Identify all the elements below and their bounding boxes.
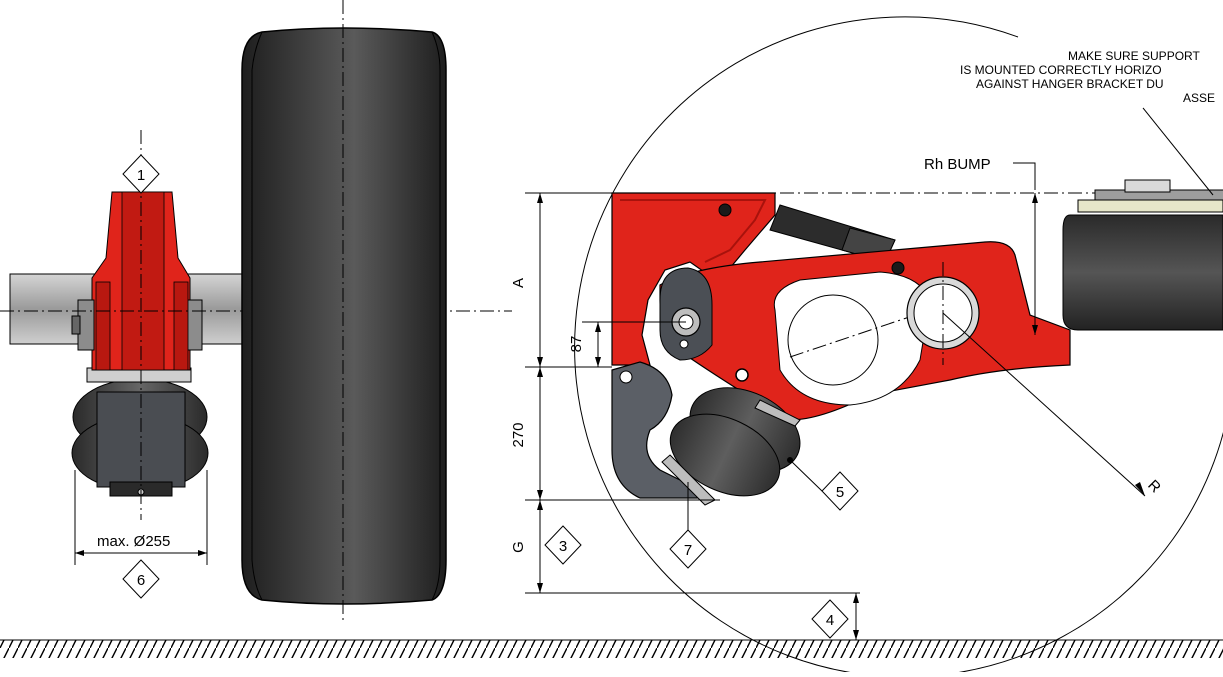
callout-3: 3 xyxy=(544,525,582,565)
dim-a-label: A xyxy=(510,278,527,288)
svg-text:IS MOUNTED CORRECTLY HORIZO: IS MOUNTED CORRECTLY HORIZO xyxy=(960,63,1162,77)
r-label: R xyxy=(1144,477,1164,497)
svg-text:5: 5 xyxy=(836,484,844,501)
svg-text:6: 6 xyxy=(137,572,145,589)
callout-5: 5 xyxy=(787,457,859,511)
rh-bump-label: Rh BUMP xyxy=(924,156,991,173)
svg-text:AGAINST HANGER BRACKET DU: AGAINST HANGER BRACKET DU xyxy=(976,77,1164,91)
support-bracket xyxy=(611,361,707,499)
air-bellows xyxy=(661,387,801,506)
callout-1: 1 xyxy=(122,154,160,194)
rear-air-spring xyxy=(71,367,209,497)
assembly-note: MAKE SURE SUPPORT IS MOUNTED CORRECTLY H… xyxy=(960,49,1215,105)
side-view: R Rh BUMP A 270 G 87 xyxy=(510,16,1223,677)
tyre xyxy=(241,27,447,605)
front-bush xyxy=(659,267,713,361)
max-diameter-label: max. Ø255 xyxy=(97,533,170,550)
radius-arc xyxy=(574,16,1223,677)
callout-7: 7 xyxy=(669,482,707,569)
svg-text:3: 3 xyxy=(559,538,567,555)
dim-270-label: 270 xyxy=(510,422,527,447)
rear-view: max. Ø255 1 6 xyxy=(0,0,512,620)
callout-4: 4 xyxy=(811,599,849,639)
ground xyxy=(0,639,1223,658)
svg-text:1: 1 xyxy=(137,167,145,184)
svg-text:4: 4 xyxy=(826,612,834,629)
svg-text:ASSE: ASSE xyxy=(1183,91,1215,105)
hanger-bracket xyxy=(611,192,776,366)
dim-g-label: G xyxy=(510,541,527,553)
rear-hanger-bracket xyxy=(71,191,203,371)
svg-text:MAKE SURE SUPPORT: MAKE SURE SUPPORT xyxy=(1068,49,1200,63)
svg-text:7: 7 xyxy=(684,542,692,559)
dim-87-label: 87 xyxy=(568,336,585,353)
main-air-spring xyxy=(1062,179,1223,331)
callout-6: 6 xyxy=(122,559,160,599)
